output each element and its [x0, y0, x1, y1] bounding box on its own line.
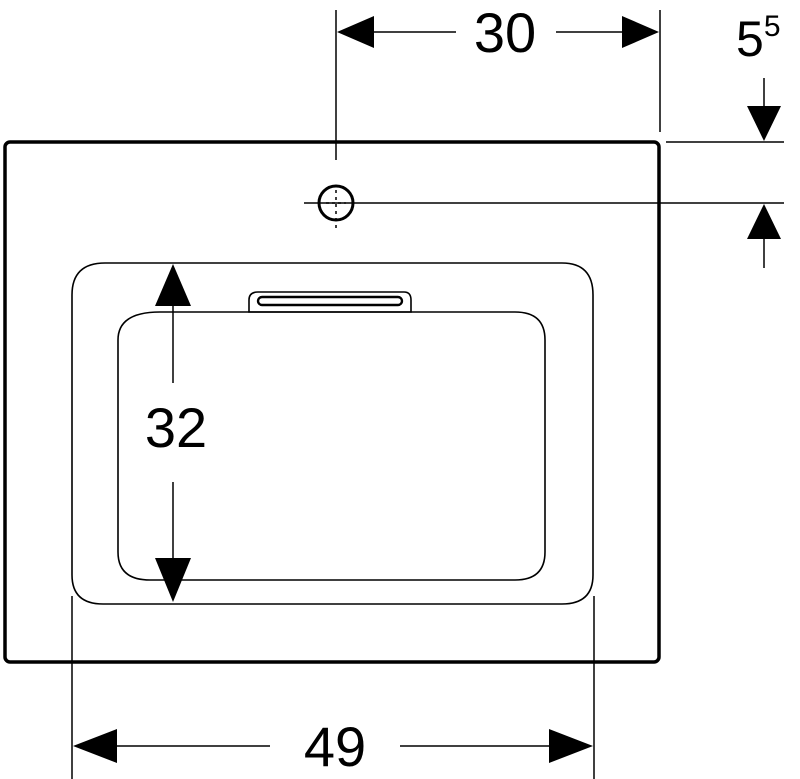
dimension-label: 32 [145, 396, 207, 459]
overflow-slot-inner [256, 295, 404, 307]
dimension-tap-offset: 30 [337, 1, 661, 132]
dimension-bowl-depth: 32 [145, 264, 207, 602]
basin-outline [3, 140, 661, 664]
arrowhead-right [622, 16, 659, 48]
arrowhead-up [155, 264, 191, 306]
arrowhead-down [747, 106, 781, 141]
dimension-tap-edge-distance: 55 [666, 10, 784, 268]
dimension-label: 30 [474, 1, 536, 64]
dimension-label: 55 [736, 10, 781, 67]
dimension-bowl-width: 49 [71, 596, 595, 779]
arrowhead-down [155, 558, 191, 602]
dimension-label-base: 5 [736, 11, 764, 67]
arrowhead-right [549, 729, 593, 763]
arrowhead-up [747, 204, 781, 239]
dimension-label-superscript: 5 [764, 10, 781, 43]
dimension-label: 49 [304, 715, 366, 778]
bowl-basin-inner [117, 311, 546, 581]
arrowhead-left [73, 729, 117, 763]
overflow-slot-outer [248, 291, 412, 313]
arrowhead-left [337, 16, 374, 48]
bowl-rim-outer [71, 262, 594, 605]
